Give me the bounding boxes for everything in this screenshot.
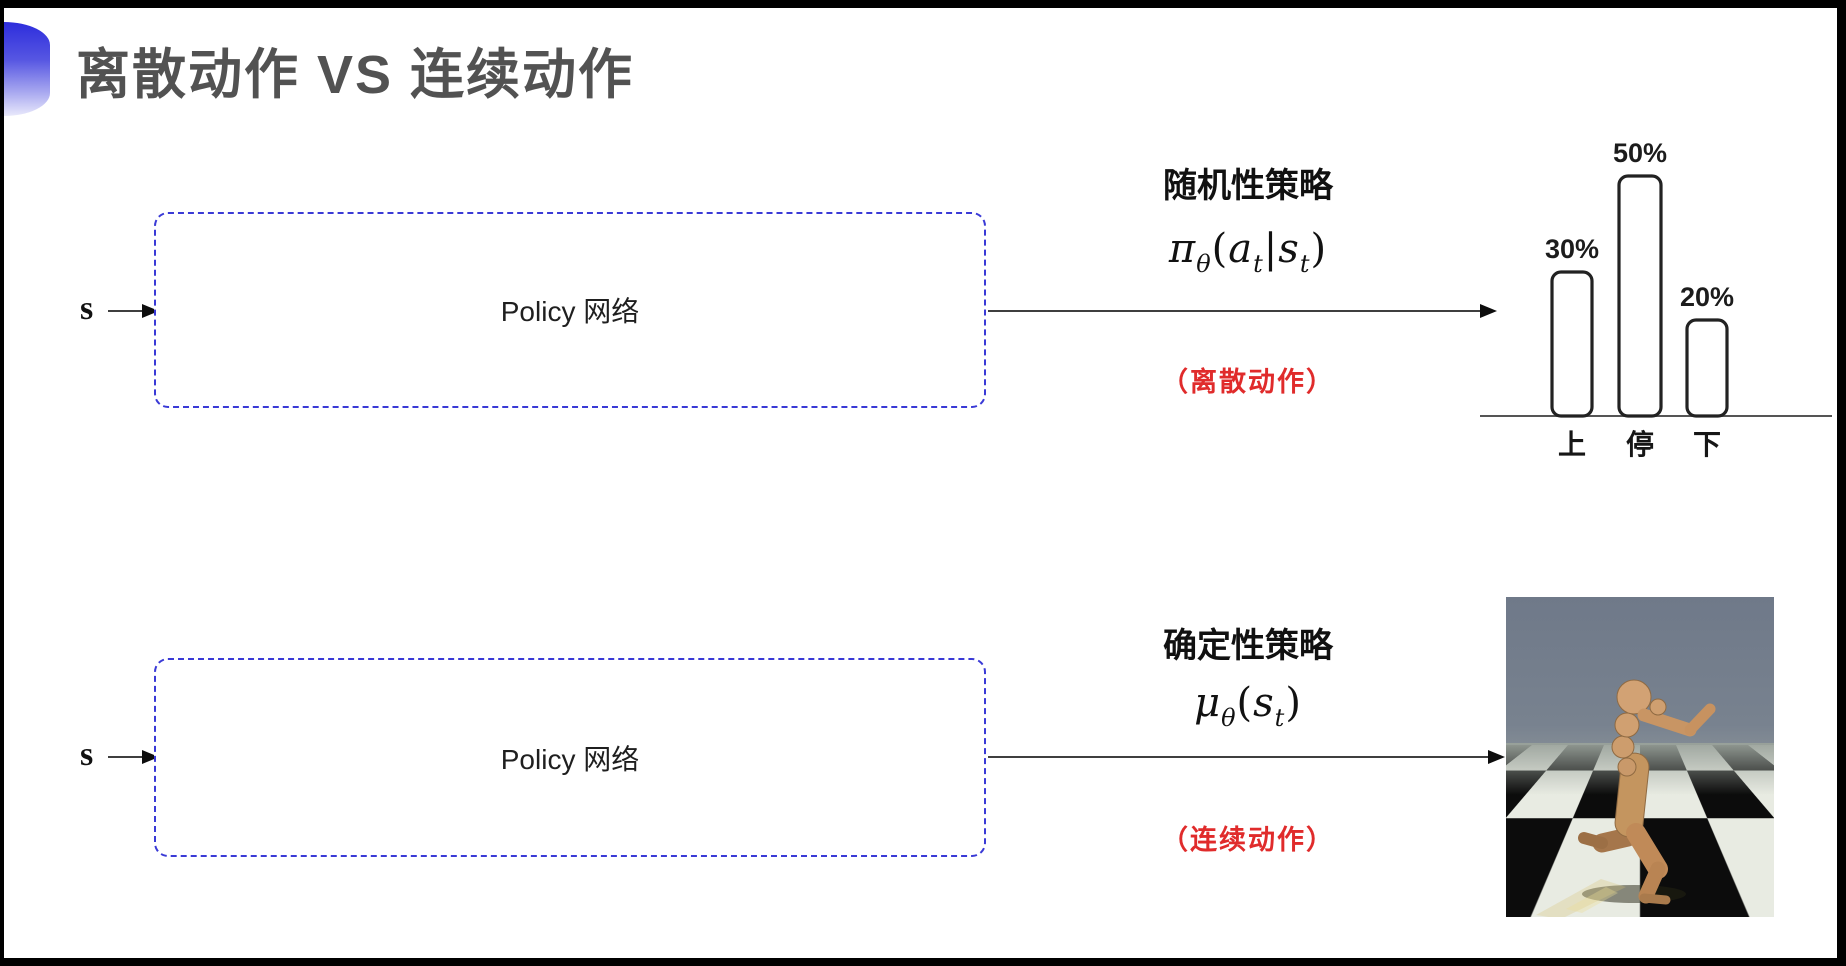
policy-network-box: Policy 网络 xyxy=(154,212,986,408)
policy-network-box: Policy 网络 xyxy=(154,658,986,857)
policy-formula: πθ(at|st) xyxy=(1168,226,1328,278)
state-input-label: s xyxy=(80,290,94,327)
title-accent-icon xyxy=(4,22,50,116)
humanoid-simulation-image xyxy=(1506,597,1774,917)
action-type-note: （离散动作） xyxy=(1161,367,1335,397)
action-probability-chart: 30% 上 50% 停 20% 下 xyxy=(1480,138,1832,460)
input-arrow xyxy=(108,749,159,764)
svg-text:20%: 20% xyxy=(1680,282,1734,312)
policy-network-label: Policy 网络 xyxy=(500,296,640,327)
policy-formula: μθ(st) xyxy=(1194,680,1302,732)
output-arrow xyxy=(988,749,1505,764)
humanoid-robot-figure xyxy=(1536,679,1716,917)
input-arrow xyxy=(108,303,159,318)
svg-text:上: 上 xyxy=(1558,429,1586,460)
svg-text:下: 下 xyxy=(1693,429,1721,460)
page-title: 离散动作 VS 连续动作 xyxy=(76,45,635,105)
action-type-note: （连续动作） xyxy=(1161,825,1335,855)
svg-text:停: 停 xyxy=(1626,428,1654,460)
state-input-label: s xyxy=(80,736,94,773)
policy-network-label: Policy 网络 xyxy=(500,743,640,775)
output-arrow xyxy=(988,303,1497,318)
svg-text:50%: 50% xyxy=(1613,138,1667,168)
policy-type-label: 随机性策略 xyxy=(1163,167,1333,205)
policy-type-label: 确定性策略 xyxy=(1163,627,1333,665)
slide: 离散动作 VS 连续动作 s Policy 网络 随机性策略 πθ(at|st)… xyxy=(4,8,1837,958)
svg-text:30%: 30% xyxy=(1545,234,1599,264)
